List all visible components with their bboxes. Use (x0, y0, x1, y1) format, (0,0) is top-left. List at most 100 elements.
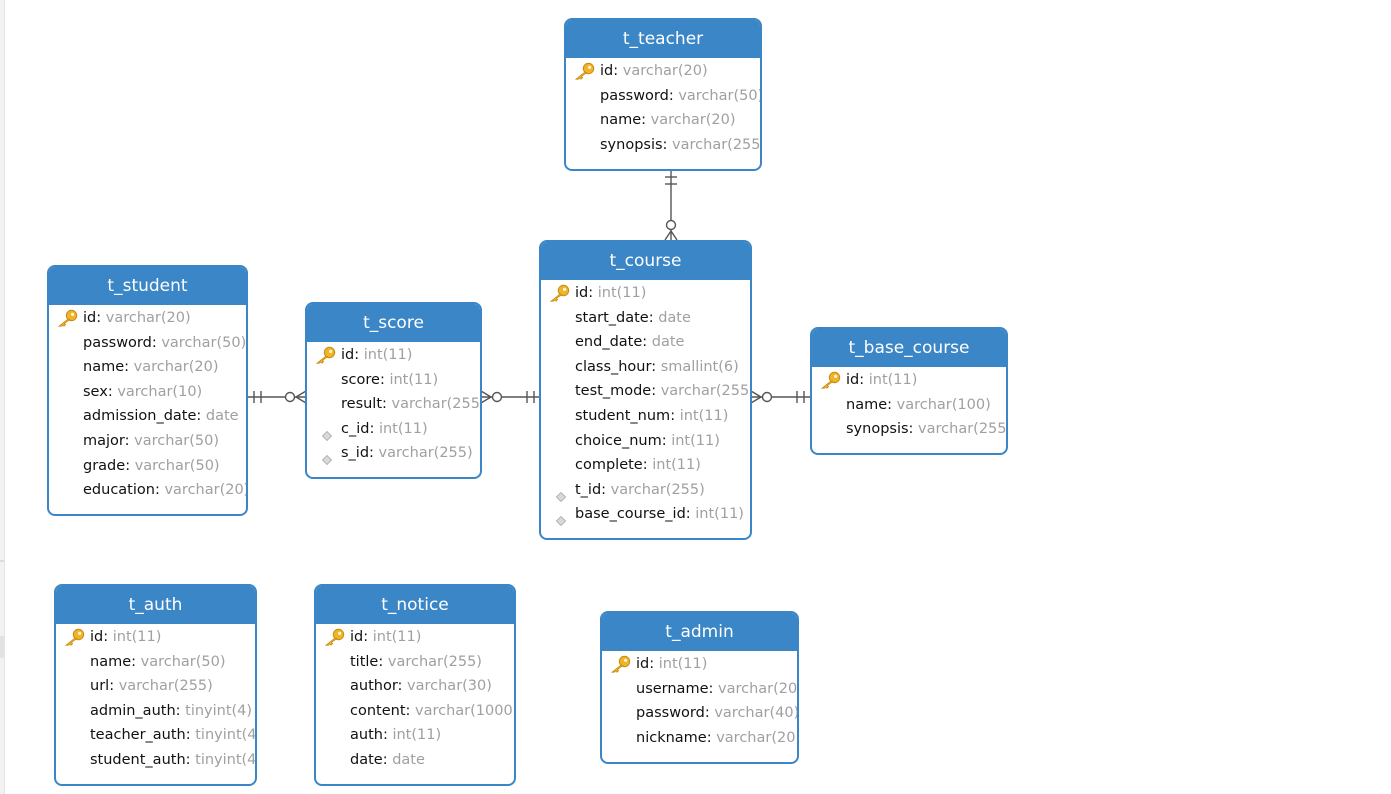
field-row[interactable]: password: varchar(40) (602, 701, 797, 726)
field-row[interactable]: admission_date: date (49, 404, 246, 429)
field-row[interactable]: c_id: int(11) (307, 417, 480, 442)
field-type: date (658, 309, 691, 326)
field-separator: : (601, 481, 611, 498)
field-type: varchar(255) (610, 481, 705, 498)
field-type: varchar(20) (650, 112, 736, 129)
field-row[interactable]: s_id: varchar(255) (307, 441, 480, 466)
field-type: int(11) (671, 432, 720, 449)
field-row[interactable]: password: varchar(50) (49, 331, 246, 356)
field-row[interactable]: username: varchar(20) (602, 677, 797, 702)
field-type: int(11) (695, 506, 744, 523)
field-row[interactable]: start_date: date (541, 306, 750, 331)
field-separator: : (708, 680, 718, 697)
field-row[interactable]: author: varchar(30) (316, 674, 514, 699)
rel-student-score[interactable] (248, 390, 307, 404)
field-row[interactable]: class_hour: smallint(6) (541, 355, 750, 380)
entity-t-base-course[interactable]: t_base_course id: int(11)name: varchar(1… (810, 327, 1008, 455)
field-separator: : (124, 359, 134, 376)
field-row[interactable]: id: int(11) (812, 368, 1006, 393)
field-row[interactable]: title: varchar(255) (316, 650, 514, 675)
field-row[interactable]: name: varchar(20) (566, 108, 760, 133)
field-row[interactable]: student_auth: tinyint(4) (56, 748, 255, 773)
field-type: varchar(50) (161, 334, 247, 351)
field-row[interactable]: password: varchar(50) (566, 84, 760, 109)
field-separator: : (369, 420, 379, 437)
field-row[interactable]: complete: int(11) (541, 453, 750, 478)
field-separator: : (154, 482, 165, 499)
field-name: synopsis (846, 421, 909, 438)
field-row[interactable]: teacher_auth: tinyint(4) (56, 723, 255, 748)
field-row[interactable]: id: int(11) (602, 652, 797, 677)
entity-t-notice[interactable]: t_notice id: int(11)title: varchar(255)a… (314, 584, 516, 786)
field-name: username (636, 680, 709, 697)
field-separator: : (651, 383, 661, 400)
field-row[interactable]: score: int(11) (307, 368, 480, 393)
field-separator: : (369, 445, 379, 462)
rel-basecourse-course[interactable] (750, 390, 811, 404)
entity-t-auth[interactable]: t_auth id: int(11)name: varchar(50)url: … (54, 584, 257, 786)
field-name: nickname (636, 729, 707, 746)
field-row[interactable]: result: varchar(255) (307, 392, 480, 417)
field-type: varchar(100) (896, 396, 991, 413)
field-separator: : (651, 358, 661, 375)
field-row[interactable]: synopsis: varchar(255) (812, 417, 1006, 442)
field-separator: : (908, 421, 919, 438)
field-row[interactable]: auth: int(11) (316, 723, 514, 748)
field-row[interactable]: education: varchar(20) (49, 478, 246, 503)
entity-t-teacher[interactable]: t_teacher id: varchar(20)password: varch… (564, 18, 762, 171)
field-row[interactable]: date: date (316, 748, 514, 773)
field-name: education (83, 482, 155, 499)
field-separator: : (662, 136, 673, 153)
field-row[interactable]: student_num: int(11) (541, 404, 750, 429)
field-name: id (90, 629, 104, 645)
field-type: int(11) (652, 457, 701, 474)
field-name: password (600, 87, 669, 104)
field-type: varchar(20) (622, 63, 708, 79)
field-type: int(11) (112, 629, 162, 645)
field-type: varchar(20) (718, 680, 799, 697)
field-row[interactable]: name: varchar(20) (49, 355, 246, 380)
field-row[interactable]: t_id: varchar(255) (541, 478, 750, 503)
field-name: id (846, 372, 860, 388)
field-separator: : (704, 705, 715, 722)
field-type: int(11) (679, 407, 729, 424)
foreign-key-icon (321, 449, 333, 466)
field-row[interactable]: id: int(11) (541, 281, 750, 306)
field-row[interactable]: url: varchar(255) (56, 674, 255, 699)
field-separator: : (642, 457, 653, 474)
field-row[interactable]: end_date: date (541, 330, 750, 355)
entity-title: t_admin (602, 613, 797, 651)
field-separator: : (107, 383, 118, 400)
field-separator: : (382, 727, 393, 744)
field-separator: : (382, 751, 393, 768)
entity-t-admin[interactable]: t_admin id: int(11)username: varchar(20)… (600, 611, 799, 764)
field-separator: : (103, 629, 113, 645)
field-row[interactable]: id: varchar(20) (49, 306, 246, 331)
entity-t-score[interactable]: t_score id: int(11)score: int(11)result:… (305, 302, 482, 479)
foreign-key-icon (321, 425, 333, 441)
entity-t-student[interactable]: t_student id: varchar(20)password: varch… (47, 265, 248, 516)
field-row[interactable]: test_mode: varchar(255) (541, 379, 750, 404)
field-name: date (350, 751, 383, 768)
field-row[interactable]: name: varchar(100) (812, 393, 1006, 418)
field-row[interactable]: id: int(11) (307, 343, 480, 368)
field-row[interactable]: synopsis: varchar(255) (566, 133, 760, 158)
field-row[interactable]: grade: varchar(50) (49, 454, 246, 479)
field-name: url (90, 678, 110, 695)
field-row[interactable]: sex: varchar(10) (49, 380, 246, 405)
field-row[interactable]: base_course_id: int(11) (541, 502, 750, 527)
rel-course-score[interactable] (480, 390, 540, 404)
field-row[interactable]: choice_num: int(11) (541, 429, 750, 454)
field-row[interactable]: admin_auth: tinyint(4) (56, 699, 255, 724)
field-row[interactable]: content: varchar(1000) (316, 699, 514, 724)
field-row[interactable]: id: varchar(20) (566, 59, 760, 84)
field-row[interactable]: id: int(11) (56, 625, 255, 650)
field-row[interactable]: id: int(11) (316, 625, 514, 650)
field-row[interactable]: nickname: varchar(20) (602, 726, 797, 751)
field-row[interactable]: name: varchar(50) (56, 650, 255, 675)
rel-teacher-course[interactable] (664, 170, 678, 241)
field-type: varchar(20) (716, 729, 799, 746)
field-name: id (83, 310, 97, 326)
field-row[interactable]: major: varchar(50) (49, 429, 246, 454)
